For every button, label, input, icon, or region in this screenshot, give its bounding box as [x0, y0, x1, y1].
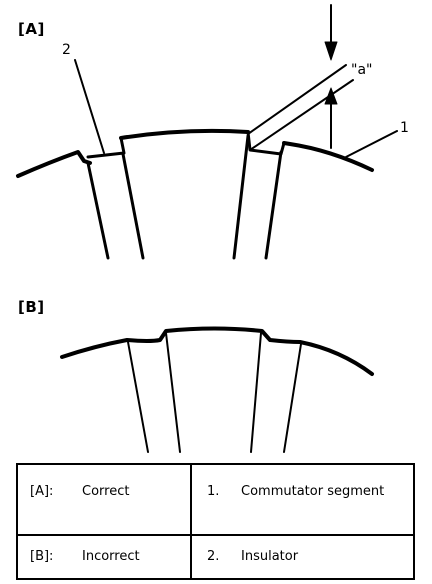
- dimension-a-label: "a": [351, 62, 372, 78]
- right-insulator-outline: [246, 130, 286, 156]
- radial-line-1: [86, 161, 110, 260]
- legend-number: 1.: [207, 484, 220, 499]
- b-radial-line-4: [283, 343, 302, 453]
- dimension-arrow-top-head: [324, 41, 338, 61]
- legend-key: [A]:: [30, 484, 54, 499]
- legend-description: Commutator segment: [241, 484, 385, 499]
- legend-row: [B]: Incorrect 2. Insulator: [16, 534, 415, 580]
- legend-cell-state: [A]: Correct: [16, 463, 192, 536]
- legend-description: Insulator: [241, 549, 299, 564]
- legend-key: [B]:: [30, 549, 54, 564]
- legend-cell-state: [B]: Incorrect: [16, 534, 192, 580]
- left-insulator-outline: [86, 136, 126, 159]
- callout-2-number: 2: [62, 42, 71, 58]
- legend-table: [A]: Correct 1. Commutator segment [B]: …: [16, 463, 415, 580]
- dimension-arrow-bottom-head: [324, 87, 338, 105]
- left-segment-outline: [16, 150, 92, 178]
- right-segment-outline: [282, 141, 374, 172]
- legend-cell-part: 1. Commutator segment: [190, 463, 415, 536]
- dimension-leader-lower: [249, 79, 354, 151]
- figure-b-label: [B]: [18, 298, 45, 316]
- legend-cell-part: 2. Insulator: [190, 534, 415, 580]
- figure-b-drawing: [60, 326, 374, 453]
- legend-number: 2.: [207, 549, 220, 564]
- legend-value: Incorrect: [82, 549, 140, 564]
- b-radial-line-2: [165, 332, 181, 453]
- flush-outer-arc: [60, 326, 374, 376]
- callout-1-leader: [345, 130, 398, 158]
- b-radial-line-1: [127, 341, 149, 453]
- legend-row: [A]: Correct 1. Commutator segment: [16, 463, 415, 536]
- b-radial-line-3: [250, 332, 262, 453]
- commutator-diagram: 2 1 "a": [16, 4, 409, 453]
- radial-line-4: [264, 150, 283, 260]
- dimension-leader-upper: [247, 64, 347, 135]
- radial-line-3: [232, 134, 250, 260]
- callout-2-leader: [74, 59, 105, 154]
- center-segment-outline: [119, 128, 250, 140]
- legend-value: Correct: [82, 484, 130, 499]
- figure-a-drawing: [16, 4, 398, 260]
- callout-1-number: 1: [400, 120, 409, 136]
- radial-line-2: [121, 152, 145, 260]
- figure-a-label: [A]: [18, 20, 45, 38]
